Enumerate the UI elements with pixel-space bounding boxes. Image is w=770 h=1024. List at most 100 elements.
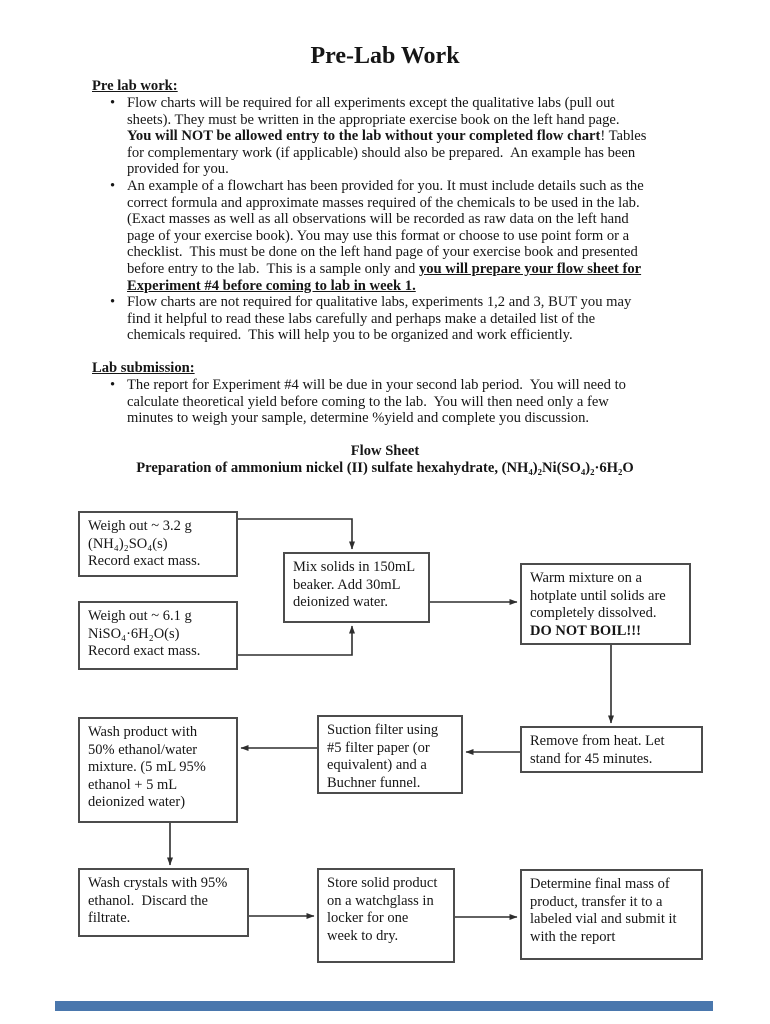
text-line: for complementary work (if applicable) s… — [127, 145, 678, 162]
text-line: Suction filter using — [327, 722, 453, 740]
text-line: ethanol. Discard the — [88, 893, 239, 911]
text-run: Weigh out ~ 3.2 g — [88, 518, 192, 534]
text-run: (NH₄)₂SO₄(s) — [88, 535, 168, 552]
text-line: 50% ethanol/water — [88, 742, 228, 760]
text-run: completely dissolved. — [530, 605, 657, 621]
text-line: minutes to weigh your sample, determine … — [127, 410, 678, 427]
text-line: DO NOT BOIL!!! — [530, 623, 681, 641]
text-run: before entry to the lab. This is a sampl… — [127, 260, 419, 277]
text-line: page of your exercise book). You may use… — [127, 228, 678, 245]
section-heading: Pre lab work: — [92, 78, 178, 94]
text-line: provided for you. — [127, 161, 678, 178]
text-run: NiSO₄·6H₂O(s) — [88, 625, 180, 642]
text-run: sheets). They must be written in the app… — [127, 111, 620, 128]
text-run: The report for Experiment #4 will be due… — [127, 376, 626, 393]
text-run: stand for 45 minutes. — [530, 750, 653, 767]
text-line: beaker. Add 30mL — [293, 577, 420, 595]
flow-box-warm-mixture: Warm mixture on a hotplate until solids a… — [520, 563, 691, 645]
text-line: Weigh out ~ 3.2 g — [88, 518, 228, 536]
text-run: Store solid product — [327, 875, 438, 891]
text-line: week to dry. — [327, 928, 445, 946]
bullet-item: • An example of a flowchart has been prov… — [92, 178, 678, 294]
text-run: week to dry. — [327, 927, 399, 944]
text-run: for complementary work (if applicable) s… — [127, 144, 636, 161]
flowsheet-title: Flow Sheet — [350, 442, 420, 459]
text-line: completely dissolved. — [530, 605, 681, 623]
text-run: Flow charts will be required for all exp… — [127, 95, 615, 111]
bullet-item: • Flow charts will be required for all ex… — [92, 95, 678, 178]
text-run: Wash crystals with 95% — [88, 875, 228, 891]
text-line: hotplate until solids are — [530, 588, 681, 606]
bullet-icon: • — [110, 294, 116, 311]
bullet-icon: • — [110, 177, 116, 194]
bullet-icon: • — [110, 376, 116, 393]
text-run: deionized water. — [293, 594, 389, 610]
text-run: 50% ethanol/water — [88, 741, 198, 758]
text-run: with the report — [530, 928, 616, 945]
text-run: Flow charts are not required for qualita… — [127, 294, 632, 311]
text-line: checklist. This must be done on the left… — [127, 244, 678, 261]
flowsheet-subtitle: Preparation of ammonium nickel (II) sulf… — [136, 459, 634, 476]
text-line: (Exact masses as well as all observation… — [127, 211, 678, 228]
text-line: on a watchglass in — [327, 893, 445, 911]
bullet-text: Flow charts are not required for qualita… — [127, 294, 678, 344]
text-line: Warm mixture on a — [530, 570, 681, 588]
text-line: mixture. (5 mL 95% — [88, 759, 228, 777]
text-line: stand for 45 minutes. — [530, 751, 693, 769]
bullet-icon: • — [110, 95, 116, 111]
bottom-bar — [55, 1001, 713, 1011]
text-line: Determine final mass of — [530, 876, 693, 894]
flow-box-wash-crystals: Wash crystals with 95%ethanol. Discard t… — [78, 868, 249, 937]
text-run: filtrate. — [88, 910, 131, 926]
text-run: Experiment #4 before coming to lab in we… — [127, 277, 416, 294]
text-run: ethanol. Discard the — [88, 892, 208, 909]
arrow-weigh2-to-mix — [238, 625, 355, 656]
text-line: correct formula and approximate masses r… — [127, 195, 678, 212]
text-run: Warm mixture on a — [530, 570, 642, 586]
text-run: Record exact mass. — [88, 643, 201, 659]
bullet-item: • Flow charts are not required for qualit… — [92, 294, 678, 344]
text-line: ethanol + 5 mL — [88, 777, 228, 795]
text-run: you will prepare your flow sheet for — [418, 260, 642, 277]
bullet-item: • The report for Experiment #4 will be du… — [92, 377, 678, 427]
text-run: ! Tables — [600, 128, 647, 145]
bullet-text: Flow charts will be required for all exp… — [127, 95, 678, 178]
text-run: provided for you. — [127, 161, 229, 178]
text-line: before entry to the lab. This is a sampl… — [127, 261, 678, 278]
text-run: Mix solids in 150mL — [293, 559, 416, 575]
bullet-list: • Flow charts will be required for all ex… — [92, 95, 678, 344]
text-line: Wash crystals with 95% — [88, 875, 239, 893]
text-line: deionized water) — [88, 794, 228, 812]
text-line: Buchner funnel. — [327, 775, 453, 793]
text-line: sheets). They must be written in the app… — [127, 112, 678, 129]
text-run: locker for one — [327, 910, 409, 926]
text-run: product, transfer it to a — [530, 893, 663, 910]
text-line: Mix solids in 150mL — [293, 559, 420, 577]
text-line: chemicals required. This will help you t… — [127, 327, 678, 344]
text-run: An example of a flowchart has been provi… — [127, 177, 644, 194]
text-line: Flow charts will be required for all exp… — [127, 95, 678, 112]
text-run: find it helpful to read these labs caref… — [127, 310, 596, 327]
text-run: You will NOT be allowed entry to the lab… — [127, 128, 601, 145]
bullet-list: • The report for Experiment #4 will be du… — [92, 377, 678, 427]
text-line: labeled vial and submit it — [530, 911, 693, 929]
text-run: Remove from heat. Let — [530, 733, 665, 749]
text-line: NiSO₄·6H₂O(s) — [88, 626, 228, 644]
text-line: Record exact mass. — [88, 643, 228, 661]
text-run: checklist. This must be done on the left… — [127, 244, 638, 261]
text-line: deionized water. — [293, 594, 420, 612]
text-run: Buchner funnel. — [327, 774, 421, 791]
arrow-weigh1-to-mix — [238, 518, 355, 550]
bullet-text: An example of a flowchart has been provi… — [127, 178, 678, 294]
text-line: calculate theoretical yield before comin… — [127, 394, 678, 411]
text-run: calculate theoretical yield before comin… — [127, 393, 609, 410]
text-run: ethanol + 5 mL — [88, 776, 178, 793]
text-run: labeled vial and submit it — [530, 911, 677, 927]
text-line: An example of a flowchart has been provi… — [127, 178, 678, 195]
